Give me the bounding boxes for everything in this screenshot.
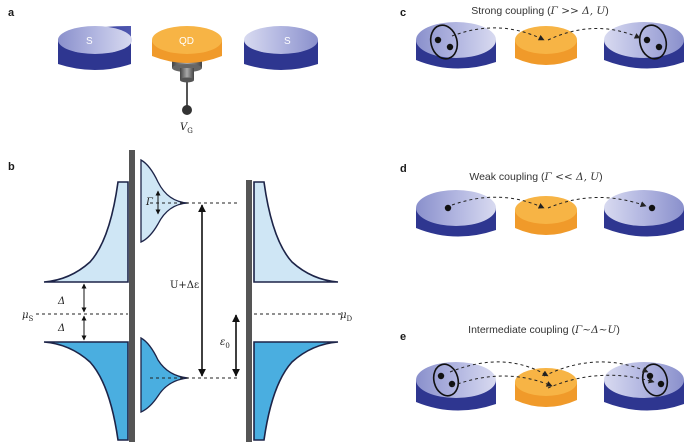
panel-e-left-disk: [416, 362, 496, 398]
cooper-pair-e-left: [432, 363, 460, 397]
left-tunnel-barrier: [129, 150, 135, 442]
right-dos-lower: [253, 341, 339, 441]
gate-voltage-label: VG: [180, 122, 193, 135]
cooper-pair-e-right: [641, 363, 669, 397]
panel-d: d Weak coupling (Γ << Δ, U): [400, 163, 684, 237]
panel-d-title: Weak coupling (Γ << Δ, U): [469, 171, 602, 183]
left-lead-disk: S: [58, 26, 132, 70]
mu-s-label: μS: [22, 310, 34, 323]
right-dos-upper: [253, 181, 339, 283]
charging-energy-label: U+Δε: [170, 280, 199, 291]
cooper-pair-left: [429, 24, 459, 60]
delta-top-label: Δ: [57, 296, 65, 307]
electron-right: [648, 204, 656, 212]
epsilon-label: ε0: [220, 337, 230, 350]
mu-d-label: μD: [340, 310, 353, 323]
quantum-dot-disk: QD: [152, 26, 222, 63]
right-tunnel-barrier: [246, 180, 252, 442]
gamma-label: Γ: [145, 197, 154, 208]
panel-a-label: a: [8, 7, 15, 19]
panel-b-label: b: [8, 161, 15, 173]
left-dos-upper: [43, 181, 129, 283]
panel-c-title: Strong coupling (Γ >> Δ, U): [471, 5, 609, 17]
panel-a: a S QD S: [8, 7, 318, 135]
panel-e-title: Intermediate coupling (Γ~Δ~U): [468, 324, 620, 336]
delta-bottom-label: Δ: [57, 323, 65, 334]
left-lead-label: S: [86, 36, 93, 47]
panel-c-left-disk: [416, 22, 496, 58]
right-lead-disk: S: [244, 26, 318, 70]
panel-e-label: e: [400, 331, 406, 343]
panel-d-left-disk: [416, 190, 496, 226]
panel-d-dot-disk: [515, 196, 577, 224]
panel-b: b Γ Δ Δ μS μD U+Δε: [8, 150, 353, 442]
dot-level-lower: [140, 336, 189, 414]
panel-e-right-disk: [604, 362, 684, 398]
right-lead-label: S: [284, 36, 291, 47]
panel-c-label: c: [400, 7, 406, 19]
quantum-dot-label: QD: [179, 36, 194, 47]
panel-e-dot-disk: [515, 368, 577, 396]
panel-c: c Strong coupling (Γ >> Δ, U): [400, 5, 684, 69]
left-dos-lower: [43, 341, 129, 441]
panel-c-dot-disk: [515, 26, 577, 54]
cooper-pair-right: [638, 24, 668, 60]
panel-e: e Intermediate coupling (Γ~Δ~U): [400, 324, 684, 411]
panel-d-right-disk: [604, 190, 684, 226]
panel-d-label: d: [400, 163, 407, 175]
electron-left: [444, 204, 452, 212]
